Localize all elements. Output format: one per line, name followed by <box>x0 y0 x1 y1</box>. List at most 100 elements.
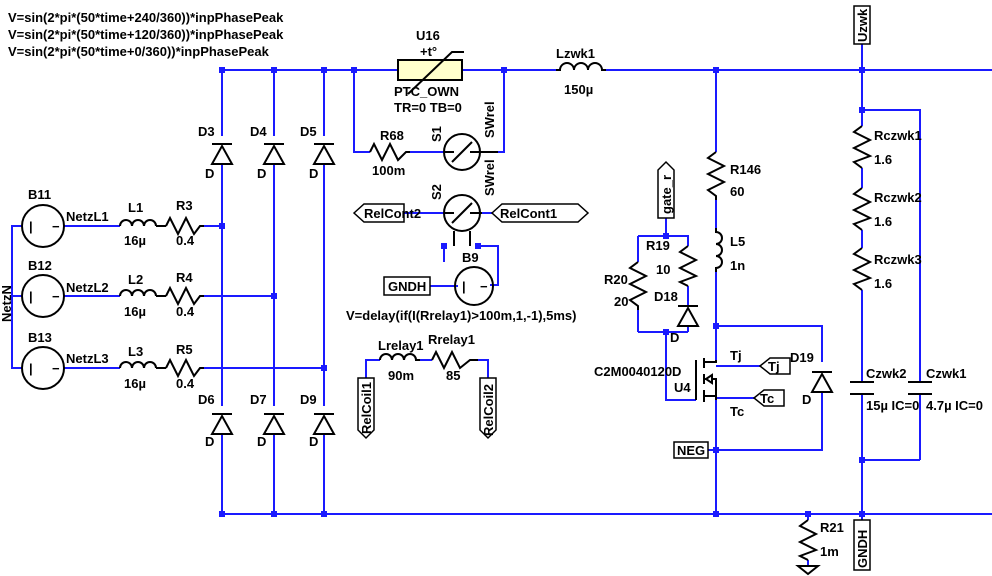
czwk2-value: 15µ IC=0 <box>866 398 919 413</box>
diode-d3 <box>210 143 234 165</box>
l3-label: L3 <box>128 344 143 359</box>
czwk1-label: Czwk1 <box>926 366 966 381</box>
lrelay1-label: Lrelay1 <box>378 338 424 353</box>
r20-label: R20 <box>604 272 628 287</box>
relay-switch-s2 <box>443 194 482 246</box>
netzn-label: NetzN <box>0 285 14 322</box>
flag-gate-r <box>657 160 675 219</box>
svg-text:|: | <box>29 219 33 234</box>
netzl1-label: NetzL1 <box>66 209 109 224</box>
resistor-r146 <box>705 151 727 200</box>
ptc-model: PTC_OWN <box>394 84 459 99</box>
flag-relcoil1-label: RelCoil1 <box>359 382 374 434</box>
resistor-r68 <box>369 141 410 163</box>
rczwk3-label: Rczwk3 <box>874 252 922 267</box>
mosfet-u4 <box>695 358 717 402</box>
d3-model: D <box>205 166 214 181</box>
b12-label: B12 <box>28 258 52 273</box>
flag-uzwk <box>853 5 871 45</box>
r68-label: R68 <box>380 128 404 143</box>
r19-value: 10 <box>656 262 670 277</box>
capacitor-czwk2 <box>850 381 874 395</box>
inductor-lrelay1 <box>379 353 420 361</box>
l2-value: 16µ <box>124 304 146 319</box>
r146-value: 60 <box>730 184 744 199</box>
inductor-l5 <box>715 228 723 272</box>
d5-label: D5 <box>300 124 317 139</box>
svg-text:|: | <box>29 289 33 304</box>
resistor-rczwk1 <box>851 125 873 169</box>
resistor-r19 <box>677 245 699 287</box>
r4-value: 0.4 <box>176 304 195 319</box>
mosfet-tc-label: Tc <box>730 404 744 419</box>
flag-gate-r-label: gate_r <box>659 175 674 214</box>
r146-label: R146 <box>730 162 761 177</box>
junctions <box>219 67 865 517</box>
svg-text:|: | <box>462 279 466 294</box>
d9-model: D <box>309 434 318 449</box>
d3-label: D3 <box>198 124 215 139</box>
mosfet-tj-label: Tj <box>730 348 742 363</box>
u16-label: U16 <box>416 28 440 43</box>
b9-equation: V=delay(if(I(Rrelay1)>100m,1,-1),5ms) <box>346 308 577 323</box>
capacitor-czwk1 <box>908 381 932 395</box>
source-eq-240: V=sin(2*pi*(50*time+240/360))*inpPhasePe… <box>8 10 284 25</box>
s1-model: SWrel <box>482 101 497 138</box>
d5-model: D <box>309 166 318 181</box>
ptc-params: TR=0 TB=0 <box>394 100 462 115</box>
d19-model: D <box>802 392 811 407</box>
inductor-l3 <box>116 361 166 369</box>
inductor-l1 <box>116 219 166 227</box>
diode-d19 <box>810 371 834 393</box>
resistor-rrelay1 <box>431 349 478 371</box>
source-eq-0: V=sin(2*pi*(50*time+0/360))*inpPhasePeak <box>8 44 270 59</box>
flag-gndh-right <box>853 519 871 571</box>
diode-d18 <box>676 305 700 327</box>
svg-text:−: − <box>480 279 488 294</box>
rczwk1-value: 1.6 <box>874 152 892 167</box>
flag-neg-label: NEG <box>677 443 705 458</box>
l2-label: L2 <box>128 272 143 287</box>
flag-gndh-label: GNDH <box>388 279 426 294</box>
r21-label: R21 <box>820 520 844 535</box>
l5-label: L5 <box>730 234 745 249</box>
inductor-lzwk1 <box>556 62 606 71</box>
l3-value: 16µ <box>124 376 146 391</box>
rczwk2-label: Rczwk2 <box>874 190 922 205</box>
flag-gndh <box>383 276 431 296</box>
flag-tj-label: Tj <box>768 359 780 374</box>
inductor-l2 <box>116 289 166 297</box>
resistor-r20 <box>627 261 649 310</box>
d7-label: D7 <box>250 392 267 407</box>
czwk1-value: 4.7µ IC=0 <box>926 398 983 413</box>
mosfet-label: U4 <box>674 380 691 395</box>
l5-value: 1n <box>730 258 745 273</box>
diode-d9 <box>312 413 336 435</box>
lzwk1-label: Lzwk1 <box>556 46 595 61</box>
r5-label: R5 <box>176 342 193 357</box>
czwk2-label: Czwk2 <box>866 366 906 381</box>
rrelay1-value: 85 <box>446 368 460 383</box>
flag-relcoil2 <box>479 377 497 440</box>
flag-tc <box>752 389 785 407</box>
wires <box>11 44 992 566</box>
r21-value: 1m <box>820 544 839 559</box>
diode-d6 <box>210 413 234 435</box>
d18-label: D18 <box>654 289 678 304</box>
flag-uzwk-label: Uzwk <box>855 8 870 42</box>
flag-tj <box>758 357 791 375</box>
r20-value: 20 <box>614 294 628 309</box>
diode-d4 <box>262 143 286 165</box>
b9-label: B9 <box>462 250 479 265</box>
resistor-r5 <box>165 357 204 379</box>
resistor-rczwk3 <box>851 247 873 291</box>
lrelay1-value: 90m <box>388 368 414 383</box>
d7-model: D <box>257 434 266 449</box>
diode-d5 <box>312 143 336 165</box>
rczwk3-value: 1.6 <box>874 276 892 291</box>
flag-relcoil2-label: RelCoil2 <box>481 384 496 436</box>
flag-relcont2 <box>352 203 405 223</box>
flag-relcoil1 <box>357 377 375 440</box>
rrelay1-label: Rrelay1 <box>428 332 475 347</box>
resistor-rczwk2 <box>851 187 873 231</box>
